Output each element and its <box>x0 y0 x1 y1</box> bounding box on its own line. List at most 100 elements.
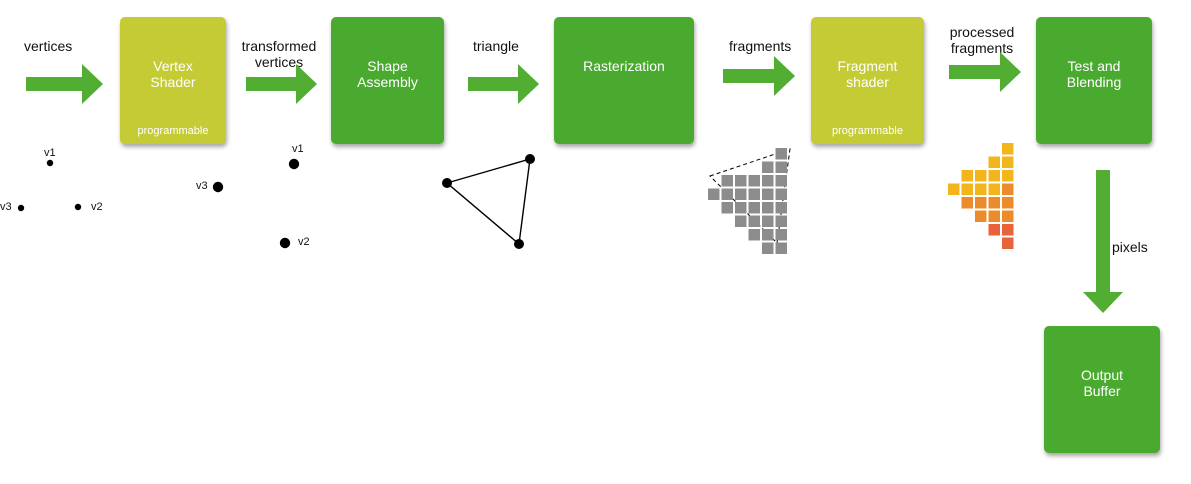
input-v2-label: v2 <box>91 201 103 213</box>
processed-fragment-cell <box>961 197 973 209</box>
processed-fragment-grid <box>948 143 1014 249</box>
test-and-blending-title-line1: Test and <box>1067 58 1121 74</box>
transformed-v2-label: v2 <box>298 236 310 248</box>
transformed-vertex-v3 <box>212 181 224 193</box>
processed-fragment-cell <box>1002 170 1014 182</box>
transformed-vertices-label: transformed vertices <box>237 38 321 70</box>
fragment-cell <box>762 242 774 254</box>
fragment-cell <box>775 188 787 200</box>
fragment-cell <box>775 161 787 173</box>
vertex-shader-title-line1: Vertex <box>153 58 193 74</box>
processed-fragments-label: processed fragments <box>945 24 1019 56</box>
arrow-fragments <box>723 56 795 96</box>
fragment-cell <box>775 175 787 187</box>
fragment-cell <box>748 202 760 214</box>
transformed-vertices-label-line1: transformed <box>241 38 317 54</box>
shape-assembly-stage: Shape Assembly <box>331 17 444 144</box>
processed-fragment-cell <box>988 170 1000 182</box>
processed-fragment-cell <box>1002 210 1014 222</box>
transformed-vertex-v2 <box>279 237 291 249</box>
fragment-cell <box>748 188 760 200</box>
fragment-cell <box>735 175 747 187</box>
transformed-v3-label: v3 <box>196 180 208 192</box>
input-vertex-v2 <box>74 203 82 211</box>
processed-fragment-cell <box>975 183 987 195</box>
processed-fragment-cell <box>1002 224 1014 236</box>
processed-fragment-cell <box>975 197 987 209</box>
fragment-cell <box>748 229 760 241</box>
fragment-shader-stage: Fragment shader programmable <box>811 17 924 144</box>
processed-fragment-cell <box>988 183 1000 195</box>
transformed-vertex-v1 <box>288 158 300 170</box>
processed-fragments-label-line2: fragments <box>950 40 1014 56</box>
arrow-vertices <box>26 64 103 104</box>
processed-fragment-cell <box>975 210 987 222</box>
fragment-cell <box>775 242 787 254</box>
processed-fragment-cell <box>1002 143 1014 155</box>
fragment-cell <box>748 215 760 227</box>
processed-fragment-cell <box>988 224 1000 236</box>
vertex-shader-programmable-label: programmable <box>137 125 209 137</box>
fragment-cell <box>762 188 774 200</box>
fragment-cell <box>775 215 787 227</box>
arrow-processed-fragments <box>949 52 1021 92</box>
shape-assembly-title-line1: Shape <box>367 58 408 74</box>
fragment-cell <box>735 202 747 214</box>
fragment-cell <box>775 229 787 241</box>
test-and-blending-title-line2: Blending <box>1066 74 1122 90</box>
arrow-pixels <box>1083 170 1123 313</box>
processed-fragment-cell <box>1002 197 1014 209</box>
fragment-cell <box>762 202 774 214</box>
processed-fragment-cell <box>988 210 1000 222</box>
fragment-cell <box>762 175 774 187</box>
fragments-label: fragments <box>729 38 792 54</box>
processed-fragment-cell <box>988 197 1000 209</box>
input-v1-label: v1 <box>44 147 56 159</box>
fragment-shader-title-line2: shader <box>846 74 889 90</box>
fragment-cell <box>775 202 787 214</box>
fragment-cell <box>762 215 774 227</box>
output-buffer-stage: Output Buffer <box>1044 326 1160 453</box>
fragment-cell <box>735 215 747 227</box>
fragment-cell <box>762 229 774 241</box>
output-buffer-title-line1: Output <box>1080 367 1124 383</box>
fragment-cell <box>721 175 733 187</box>
triangle-label: triangle <box>473 38 519 54</box>
rasterization-stage: Rasterization <box>554 17 694 144</box>
processed-fragment-cell <box>1002 183 1014 195</box>
fragment-shader-title-line1: Fragment <box>837 58 898 74</box>
arrow-triangle <box>468 64 539 104</box>
shape-assembly-title-line2: Assembly <box>357 74 418 90</box>
processed-fragment-cell <box>1002 237 1014 249</box>
vertex-shader-title-line2: Shader <box>150 74 196 90</box>
fragment-grid <box>708 148 787 254</box>
vertices-label: vertices <box>24 38 73 54</box>
input-vertex-v1 <box>46 159 54 167</box>
fragment-cell <box>721 202 733 214</box>
output-buffer-title-line2: Buffer <box>1083 383 1121 399</box>
pixels-label: pixels <box>1112 239 1148 255</box>
fragment-cell <box>708 188 720 200</box>
fragment-cell <box>762 161 774 173</box>
processed-fragment-cell <box>975 170 987 182</box>
input-v3-label: v3 <box>0 201 12 213</box>
processed-fragment-cell <box>961 170 973 182</box>
fragment-cell <box>721 188 733 200</box>
test-and-blending-stage: Test and Blending <box>1036 17 1152 144</box>
vertex-shader-stage: Vertex Shader programmable <box>120 17 226 144</box>
arrow-transformed-vertices <box>246 64 317 104</box>
rasterization-title: Rasterization <box>583 58 665 74</box>
processed-fragment-cell <box>961 183 973 195</box>
fragment-cell <box>735 188 747 200</box>
transformed-v1-label: v1 <box>292 143 304 155</box>
input-vertex-v3 <box>17 204 25 212</box>
fragment-shader-programmable-label: programmable <box>832 125 903 137</box>
processed-fragment-cell <box>948 183 960 195</box>
assembled-triangle <box>442 154 535 249</box>
fragment-cell <box>775 148 787 160</box>
processed-fragment-cell <box>1002 156 1014 168</box>
processed-fragment-cell <box>988 156 1000 168</box>
transformed-vertices-label-line2: vertices <box>254 54 304 70</box>
